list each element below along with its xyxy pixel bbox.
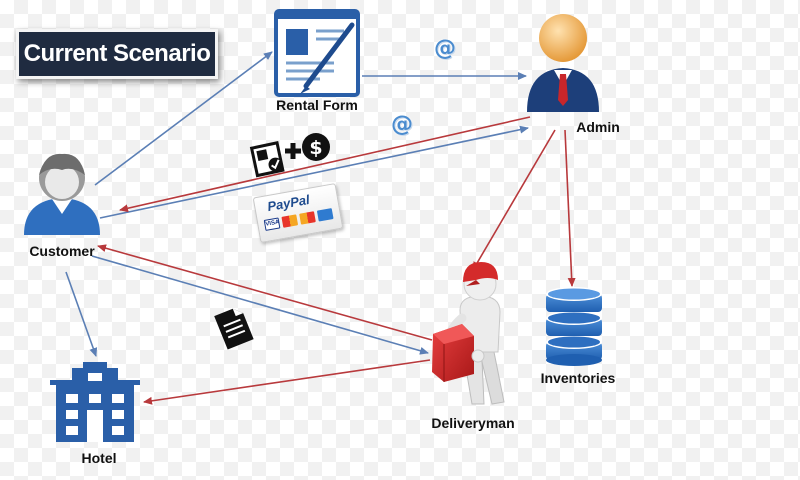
arrow-customer-to-admin-payment [99, 125, 529, 219]
maestro-icon [299, 211, 316, 225]
user-icon [24, 153, 100, 235]
arrow-admin-to-deliveryman [472, 129, 556, 271]
label-rental-form: Rental Form [276, 97, 358, 113]
plus-icon [285, 143, 301, 159]
document-icon [214, 308, 254, 350]
dollar-icon: $ [302, 133, 330, 161]
svg-text:$: $ [309, 137, 322, 159]
label-customer: Customer [29, 243, 95, 259]
arrow-customer-to-deliveryman [91, 255, 429, 355]
arrow-deliveryman-to-customer [97, 244, 433, 341]
hotel-building-icon [50, 362, 140, 442]
label-hotel: Hotel [81, 450, 117, 466]
paypal-label: PayPal [266, 191, 311, 215]
title-banner: Current Scenario [16, 29, 218, 79]
database-icon [546, 287, 602, 366]
arrow-admin-to-inventories [564, 129, 576, 287]
arrow-customer-to-hotel [65, 271, 98, 357]
label-admin: Admin [576, 119, 620, 135]
arrows-blue [65, 51, 529, 357]
amex-icon [316, 208, 334, 222]
checkbox-doc-icon [249, 141, 285, 178]
mastercard-icon [281, 214, 299, 228]
document-pencil-icon [274, 9, 360, 97]
label-deliveryman: Deliveryman [431, 415, 515, 431]
delivery-person-icon [432, 262, 505, 405]
arrow-customer-to-rental-form [94, 51, 273, 186]
email-symbol-admin-to-customer: @ [391, 112, 413, 137]
arrows-red [97, 116, 576, 405]
page-title: Current Scenario [23, 40, 211, 67]
arrow-admin-to-customer [119, 116, 531, 213]
arrow-deliveryman-to-hotel [143, 359, 431, 405]
email-symbol-form-to-admin: @ [434, 36, 456, 61]
visa-card-icon: VISA [263, 217, 281, 231]
label-inventories: Inventories [540, 370, 616, 386]
admin-user-icon [527, 14, 599, 112]
